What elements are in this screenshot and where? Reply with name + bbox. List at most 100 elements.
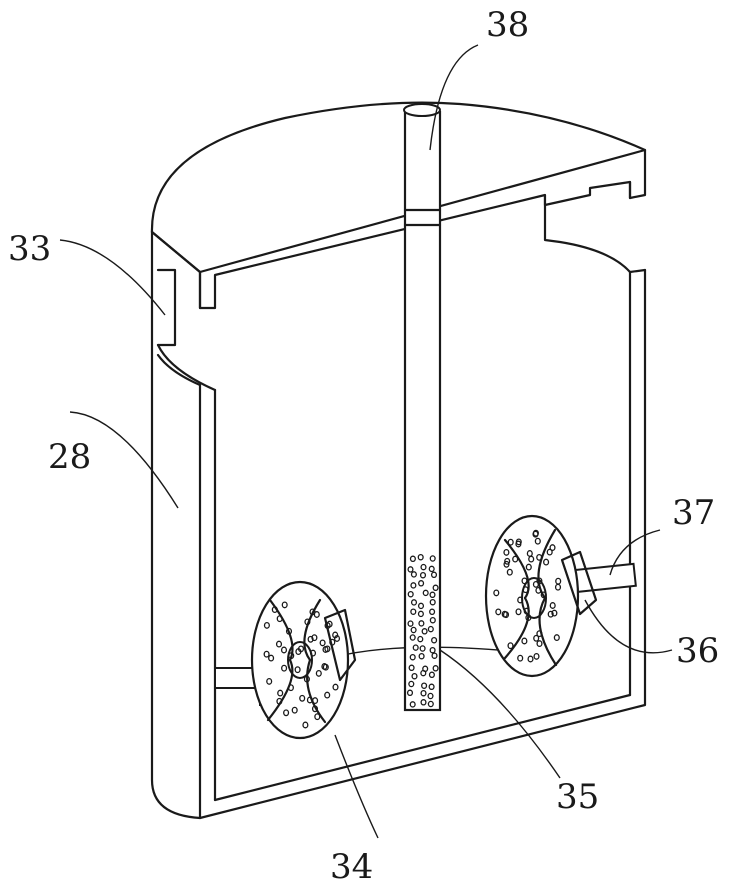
hole-dot [429,555,436,562]
label-33: 33 [8,229,51,269]
hole-dot [502,611,510,619]
leader-lines [59,44,673,839]
hole-dot [432,665,439,672]
hole-dot [421,628,428,635]
hole-dot [280,646,288,654]
hole-dot [281,664,288,672]
hole-dot [419,645,426,652]
hole-dot [326,620,333,628]
hole-dot [306,696,313,704]
hole-dot [266,677,273,685]
hole-dot [534,537,541,545]
hole-dot [315,669,322,677]
hole-dot [553,634,560,642]
hole-dot [406,689,414,697]
hole-dot [277,689,284,697]
hole-dot [427,700,434,708]
hole-dot [407,620,414,627]
hole-dot [533,634,540,642]
label-38: 38 [486,5,529,45]
hole-dot [417,602,425,610]
hole-dot [429,616,436,624]
hole-dot [281,601,288,609]
hole-dot [549,544,556,552]
hole-dot [291,706,298,714]
right-mixer [484,514,637,678]
hole-dot [303,675,310,683]
perforation-holes [406,553,439,708]
hole-dot [263,650,270,658]
hole-dot [417,610,424,618]
left-mixer-holes [263,601,341,729]
hole-dot [407,590,414,598]
hole-dot [431,636,438,644]
leader-37 [609,529,661,576]
hole-dot [409,634,416,641]
hole-dot [314,713,321,721]
right-mixer-holes [493,529,562,663]
hole-dot [309,608,316,616]
hole-dot [504,557,511,565]
hole-dot [525,614,532,622]
label-36: 36 [676,631,719,671]
hole-dot [299,694,306,702]
hole-dot [533,652,540,660]
hole-dot [288,652,295,660]
hole-dot [554,583,562,591]
hole-dot [523,607,530,615]
leader-36 [584,599,673,654]
hole-dot [428,683,435,691]
hole-dot [536,640,543,648]
hole-dot [429,646,436,654]
label-28: 28 [48,437,91,477]
callout-labels: 38 33 28 37 36 35 34 [8,5,719,887]
hole-dot [408,664,415,672]
hole-dot [302,721,309,729]
hole-dot [532,580,539,588]
hole-dot [332,683,339,691]
hole-dot [410,626,417,634]
hole-dot [309,649,317,657]
hole-dot [276,615,283,623]
hole-dot [418,652,425,660]
hole-dot [275,640,283,648]
hole-dot [517,596,524,604]
hole-dot [271,606,278,614]
center-pipe [403,103,442,712]
hole-dot [420,669,427,677]
hole-dot [319,639,326,647]
hole-dot [263,621,270,629]
hole-dot [427,625,434,633]
hole-dot [428,565,435,573]
label-37: 37 [672,493,715,533]
hole-dot [410,608,417,615]
hole-dot [551,609,558,617]
hole-dot [285,627,293,635]
hole-dot [512,555,519,563]
hole-dot [517,654,524,662]
hole-dot [535,586,542,594]
hole-dot [420,689,427,697]
hole-dot [543,558,550,566]
leader-33 [59,239,166,316]
hole-dot [429,598,436,606]
leader-38 [429,44,479,151]
hole-dot [421,682,428,689]
hole-dot [311,705,319,713]
hole-dot [407,566,414,573]
hole-dot [503,548,510,556]
hole-dot [283,709,290,717]
hole-dot [527,655,534,663]
hole-dot [506,568,513,576]
hole-dot [427,692,434,700]
hole-dot [493,589,500,597]
hole-dot [515,540,522,548]
hole-dot [294,666,301,674]
hole-dot [412,644,419,651]
label-34: 34 [330,847,373,887]
hole-dot [549,602,556,609]
hole-dot [507,642,514,650]
hole-dot [422,589,429,597]
hole-dot [546,548,553,556]
hole-dot [495,608,502,616]
